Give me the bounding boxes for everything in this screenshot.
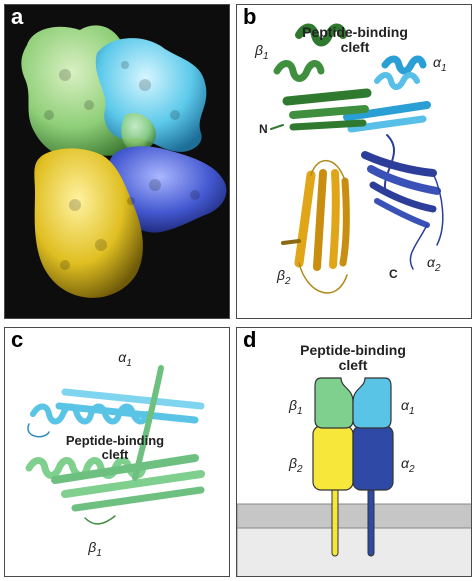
- c-cleft-label-line2: cleft: [102, 447, 129, 462]
- alpha-chain-stalk: [367, 487, 375, 557]
- b-beta1-label: β1: [254, 42, 269, 62]
- d-alpha2-label: α2: [401, 455, 415, 475]
- d-alpha1-label: α1: [401, 397, 415, 417]
- d-beta2-label: β2: [288, 455, 303, 475]
- b-c-terminus-label: C: [389, 267, 398, 281]
- alpha1-domain: [352, 377, 392, 429]
- panel-c-label: c: [11, 327, 24, 352]
- alpha1-ribbon: [343, 55, 431, 196]
- beta2-domain: [312, 425, 354, 491]
- beta1-domain: [314, 377, 354, 429]
- beta-chain-stalk: [331, 487, 339, 557]
- panel-b-label: b: [243, 4, 257, 29]
- beta2-surface: [34, 148, 143, 298]
- panel-a-label: a: [11, 4, 24, 29]
- d-beta1-label: β1: [288, 397, 303, 417]
- b-beta2-label: β2: [276, 267, 291, 287]
- beta2-ribbon: [281, 159, 350, 294]
- ribbon-top-graphic: α1 Peptide-binding cleft β1: [25, 349, 205, 559]
- c-alpha1-ribbon: [27, 388, 205, 438]
- membrane-outer-layer: [237, 503, 471, 529]
- b-n-terminus-label: N: [259, 122, 268, 136]
- b-cleft-label-line1: Peptide-binding: [302, 24, 408, 40]
- d-cleft-label-line1: Peptide-binding: [300, 342, 406, 358]
- d-cleft-label-line2: cleft: [339, 357, 368, 373]
- surface-texture: [44, 61, 200, 270]
- c-beta1-ribbon: [25, 365, 205, 525]
- ribbon-side-graphic: Peptide-binding cleft β1 α1 N C β2 α2: [254, 23, 447, 294]
- c-cleft-label-line1: Peptide-binding: [66, 433, 164, 448]
- beta1-ribbon: [270, 23, 372, 131]
- panel-d-schematic: Peptide-binding cleft β1 α1 β2 α2 d: [236, 327, 472, 577]
- panel-a-surface-model: a: [4, 4, 230, 319]
- surface-model-graphic: [21, 25, 227, 298]
- alpha2-domain: [352, 425, 394, 491]
- c-beta1-label: β1: [87, 539, 102, 559]
- b-cleft-label-line2: cleft: [341, 39, 370, 55]
- membrane-inner-layer: [237, 527, 471, 576]
- beta1-surface-edge: [121, 112, 156, 152]
- panel-b-ribbon-side-view: Peptide-binding cleft β1 α1 N C β2 α2 b: [236, 4, 472, 319]
- panel-d-label: d: [243, 327, 257, 352]
- schematic-graphic: Peptide-binding cleft β1 α1 β2 α2: [237, 342, 471, 576]
- b-alpha2-label: α2: [427, 254, 441, 274]
- b-alpha1-label: α1: [433, 54, 447, 74]
- alpha2-ribbon: [361, 151, 444, 270]
- panel-c-ribbon-top-view: α1 Peptide-binding cleft β1 c: [4, 327, 230, 577]
- c-alpha1-label: α1: [118, 349, 132, 369]
